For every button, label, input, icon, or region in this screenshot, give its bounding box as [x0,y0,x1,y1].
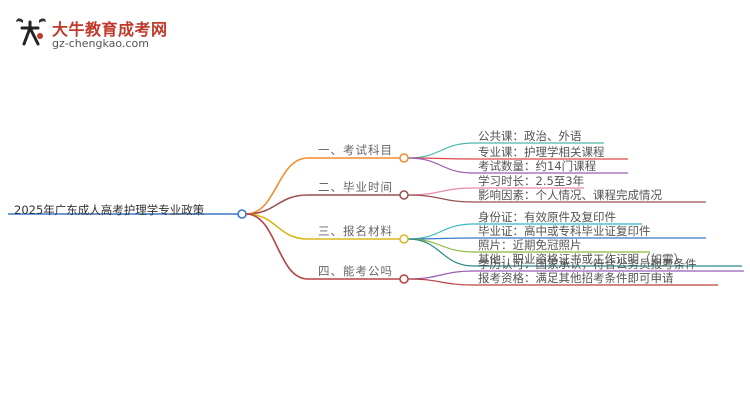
logo-url: gz-chengkao.com [52,37,149,50]
leaf-label-3-3: 照片：近期免冠照片 [478,238,582,252]
mindmap-nodes [237,153,409,284]
leaf-label-3-4: 其他：职业资格证书或工作证明（如需） [478,252,685,266]
branch-link-4 [245,213,400,280]
branch-node-4 [399,274,409,284]
branch-link-2 [245,194,400,215]
child-link-2-2 [407,194,706,203]
leaf-label-2-2: 影响因素：个人情况、课程完成情况 [478,188,662,202]
leaf-label-4-2: 报考资格：满足其他招考条件即可申请 [478,271,674,285]
leaf-label-4-1: 学历认可：国家承认，符合公务员报考条件 [478,257,697,271]
branch-node-3 [399,234,409,244]
leaf-label-2-1: 学习时长：2.5至3年 [478,174,585,188]
child-link-4-2 [407,278,718,286]
leaf-label-1-1: 公共课：政治、外语 [478,129,582,143]
branch-label-3: 三、报名材料 [318,224,393,238]
child-link-3-4 [407,238,742,267]
root-node [237,209,247,219]
branch-link-3 [245,213,400,240]
leaf-label-1-3: 考试数量：约14门课程 [478,159,597,173]
leaf-label-3-2: 毕业证：高中或专科毕业证复印件 [478,224,651,238]
leaf-label-3-1: 身份证：有效原件及复印件 [478,210,616,224]
logo-title: 大牛教育成考网 [52,20,168,39]
bull-logo-icon [16,18,46,46]
site-logo: 大牛教育成考网 gz-chengkao.com [14,14,174,54]
branch-label-2: 二、毕业时间 [318,180,393,194]
leaf-label-1-2: 专业课：护理学相关课程 [478,145,605,159]
mindmap-links [8,142,744,286]
root-topic: 2025年广东成人高考护理学专业政策 [14,203,205,217]
branch-label-4: 四、能考公吗 [318,264,393,278]
branch-node-2 [399,190,409,200]
branch-label-1: 一、考试科目 [318,143,393,157]
child-link-1-3 [407,157,628,174]
branch-link-1 [245,157,400,215]
branch-node-1 [399,153,409,163]
